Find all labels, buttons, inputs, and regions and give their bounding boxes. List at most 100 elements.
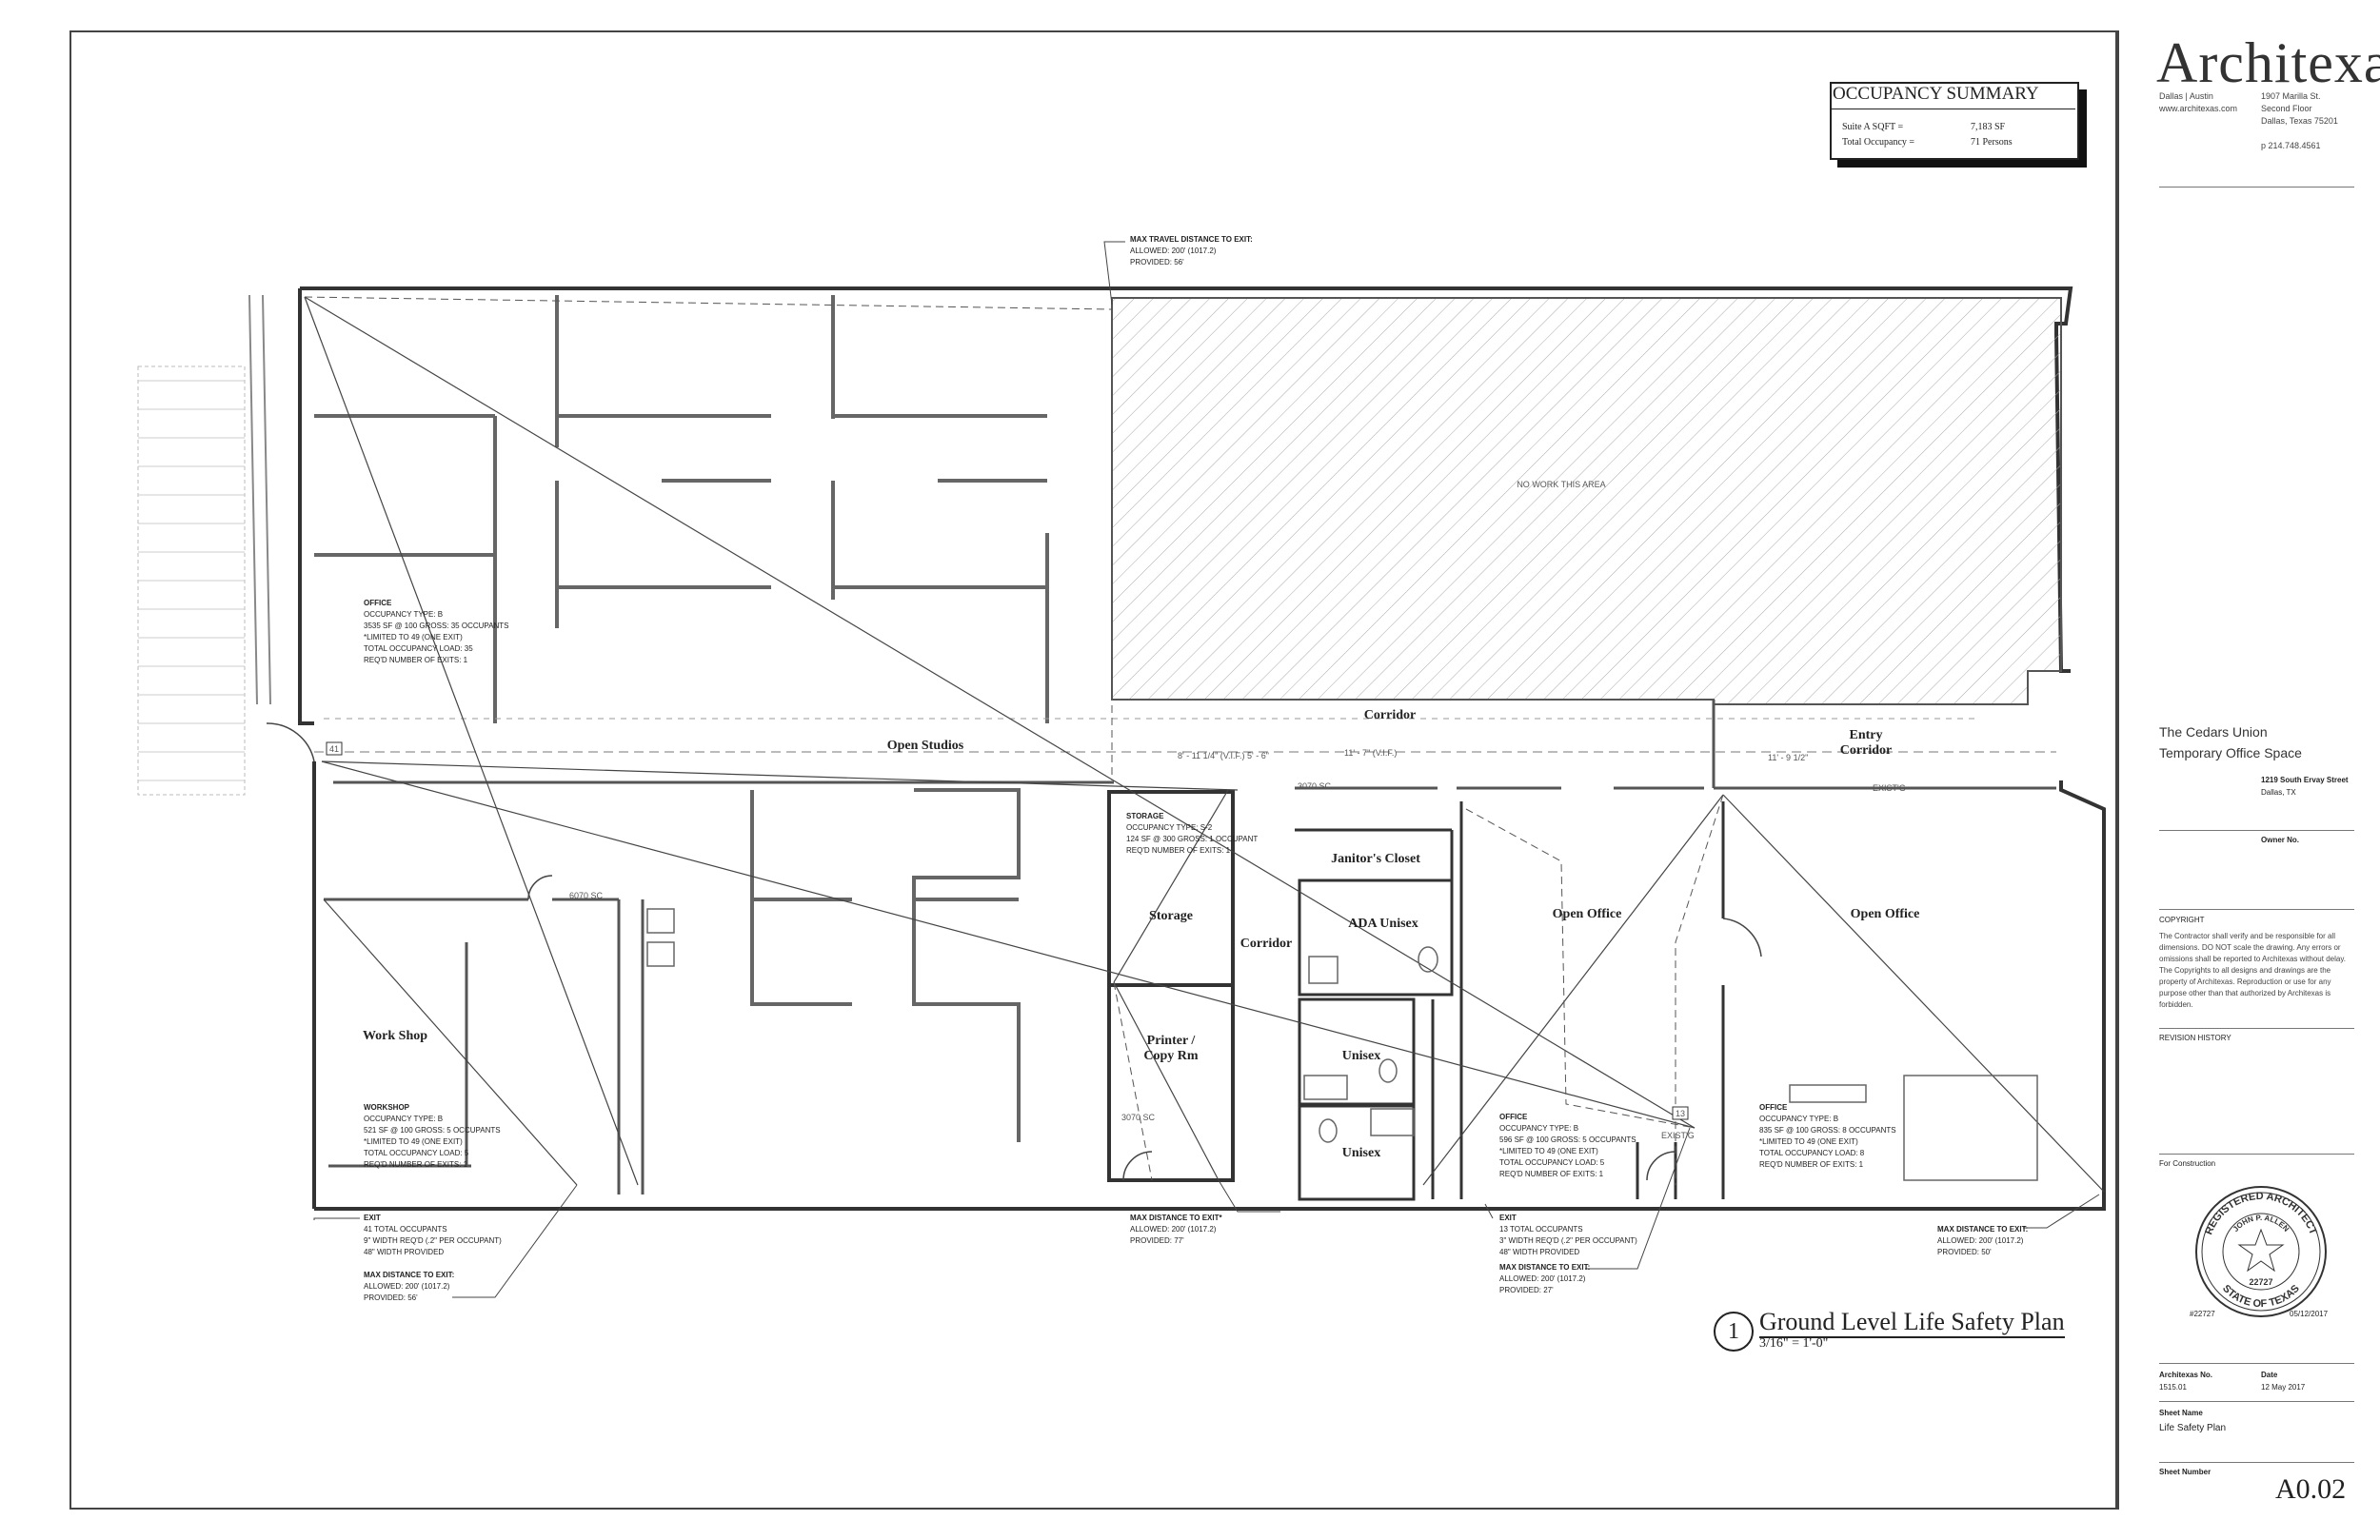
note-max-mid: MAX DISTANCE TO EXIT* ALLOWED: 200' (101…: [1130, 1214, 1222, 1245]
svg-text:MAX DISTANCE TO EXIT*: MAX DISTANCE TO EXIT*: [1130, 1214, 1222, 1222]
door-tag-2: 6070 SC: [569, 891, 604, 900]
note-max-right-2: MAX DISTANCE TO EXIT: ALLOWED: 200' (101…: [1937, 1225, 2028, 1256]
svg-text:OFFICE: OFFICE: [1759, 1103, 1788, 1112]
firm-address-1: 1907 Marilla St.: [2261, 91, 2321, 101]
sheet-name-label: Sheet Name: [2159, 1409, 2203, 1417]
firm-web: www.architexas.com: [2159, 104, 2238, 113]
svg-text:3" WIDTH REQ'D (.2" PER OCCUPA: 3" WIDTH REQ'D (.2" PER OCCUPANT): [1499, 1236, 1637, 1245]
svg-text:3535 SF @ 100 GROSS: 35 OCCUPA: 3535 SF @ 100 GROSS: 35 OCCUPANTS: [364, 622, 508, 630]
floor-plan: NO WORK THIS AREA: [137, 235, 2106, 1302]
svg-text:MAX DISTANCE TO EXIT:: MAX DISTANCE TO EXIT:: [1499, 1263, 1590, 1272]
svg-text:13 TOTAL OCCUPANTS: 13 TOTAL OCCUPANTS: [1499, 1225, 1583, 1234]
svg-text:*LIMITED TO 49 (ONE EXIT): *LIMITED TO 49 (ONE EXIT): [1499, 1147, 1598, 1155]
occupancy-row-value-1: 7,183 SF: [1971, 122, 2006, 132]
room-corridor-mid: Corridor: [1240, 937, 1292, 951]
room-ada-unisex: ADA Unisex: [1348, 917, 1418, 931]
note-max-right-1: MAX DISTANCE TO EXIT: ALLOWED: 200' (101…: [1499, 1263, 1590, 1294]
svg-text:521 SF @ 100 GROSS: 5 OCCUPANT: 521 SF @ 100 GROSS: 5 OCCUPANTS: [364, 1126, 501, 1135]
note-exit-right: EXIT 13 TOTAL OCCUPANTS 3" WIDTH REQ'D (…: [1499, 1214, 1637, 1256]
svg-text:REQ'D NUMBER OF EXITS: 1: REQ'D NUMBER OF EXITS: 1: [364, 1160, 468, 1169]
svg-text:48" WIDTH PROVIDED: 48" WIDTH PROVIDED: [364, 1248, 444, 1256]
upper-office-partitions: [314, 295, 1049, 723]
no-work-area: NO WORK THIS AREA: [1111, 297, 2062, 705]
dim-3: 11' - 7" (V.I.F.): [1344, 748, 1397, 758]
sheet-name: Life Safety Plan: [2159, 1423, 2227, 1433]
seal-text-bottom: STATE OF TEXAS: [2220, 1283, 2302, 1310]
svg-text:PROVIDED: 56': PROVIDED: 56': [364, 1293, 418, 1302]
svg-text:41 TOTAL OCCUPANTS: 41 TOTAL OCCUPANTS: [364, 1225, 447, 1234]
seal-number-inner: 22727: [2249, 1277, 2272, 1287]
note-workshop: WORKSHOP OCCUPANCY TYPE: B 521 SF @ 100 …: [364, 1103, 501, 1169]
svg-text:835 SF @ 100 GROSS: 8 OCCUPANT: 835 SF @ 100 GROSS: 8 OCCUPANTS: [1759, 1126, 1896, 1135]
svg-text:TOTAL OCCUPANCY LOAD: 35: TOTAL OCCUPANCY LOAD: 35: [364, 644, 473, 653]
svg-text:596 SF @ 100 GROSS: 5 OCCUPANT: 596 SF @ 100 GROSS: 5 OCCUPANTS: [1499, 1135, 1636, 1144]
note-office-b: OFFICE OCCUPANCY TYPE: B 596 SF @ 100 GR…: [1499, 1113, 1636, 1178]
architect-seal: REGISTERED ARCHITECT STATE OF TEXAS JOHN…: [2195, 1186, 2327, 1317]
project-name-1: The Cedars Union: [2159, 724, 2268, 740]
svg-text:9" WIDTH REQ'D (.2" PER OCCUPA: 9" WIDTH REQ'D (.2" PER OCCUPANT): [364, 1236, 502, 1245]
room-unisex-1: Unisex: [1342, 1049, 1380, 1063]
svg-text:ALLOWED: 200' (1017.2): ALLOWED: 200' (1017.2): [364, 1282, 450, 1291]
svg-text:ALLOWED: 200' (1017.2): ALLOWED: 200' (1017.2): [1937, 1236, 2024, 1245]
svg-text:MAX TRAVEL DISTANCE TO EXIT:: MAX TRAVEL DISTANCE TO EXIT:: [1130, 235, 1253, 244]
firm-logo: Architexas: [2156, 31, 2380, 94]
date: 12 May 2017: [2261, 1383, 2306, 1392]
svg-text:OCCUPANCY TYPE: B: OCCUPANCY TYPE: B: [364, 1115, 443, 1123]
project-address-2: Dallas, TX: [2261, 788, 2296, 797]
svg-text:48" WIDTH PROVIDED: 48" WIDTH PROVIDED: [1499, 1248, 1579, 1256]
exist-tag-1: EXIST'G: [1873, 783, 1906, 793]
project-name: The Cedars Union Temporary Office Space: [2159, 721, 2302, 763]
svg-text:STORAGE: STORAGE: [1126, 812, 1164, 820]
room-open-studios: Open Studios: [887, 739, 964, 753]
room-copy: Copy Rm: [1143, 1049, 1199, 1063]
svg-text:EXIT: EXIT: [364, 1214, 381, 1222]
occupancy-summary-title: OCCUPANCY SUMMARY: [1833, 84, 2039, 104]
door-tag-3: 3070 SC: [1121, 1113, 1156, 1122]
svg-text:TOTAL OCCUPANCY LOAD: 5: TOTAL OCCUPANCY LOAD: 5: [1499, 1158, 1605, 1167]
svg-text:TOTAL OCCUPANCY LOAD: 5: TOTAL OCCUPANCY LOAD: 5: [364, 1149, 469, 1157]
copyright-label: COPYRIGHT: [2159, 916, 2205, 924]
svg-text:*LIMITED TO 49 (ONE EXIT): *LIMITED TO 49 (ONE EXIT): [364, 633, 463, 642]
svg-text:OFFICE: OFFICE: [364, 599, 392, 607]
tb-rule: [2159, 909, 2354, 910]
firm-cities: Dallas | Austin: [2159, 91, 2213, 101]
room-open-office-2: Open Office: [1851, 907, 1920, 921]
project-address-1: 1219 South Ervay Street: [2261, 776, 2349, 784]
tb-rule: [2159, 187, 2354, 188]
svg-text:REQ'D NUMBER OF EXITS: 1: REQ'D NUMBER OF EXITS: 1: [1126, 846, 1231, 855]
dim-1: 8' - 11 1/4" (V.I.F.): [1178, 751, 1244, 760]
seal-number: #22727: [2190, 1310, 2215, 1318]
svg-text:PROVIDED: 56': PROVIDED: 56': [1130, 258, 1184, 267]
plan-scale: 3/16" = 1'-0": [1759, 1336, 1829, 1351]
svg-text:REQ'D NUMBER OF EXITS: 1: REQ'D NUMBER OF EXITS: 1: [1759, 1160, 1864, 1169]
svg-text:MAX DISTANCE TO EXIT:: MAX DISTANCE TO EXIT:: [364, 1271, 454, 1279]
room-work-shop: Work Shop: [363, 1029, 427, 1043]
tb-rule: [2159, 1401, 2354, 1402]
sheet-number: A0.02: [2275, 1473, 2347, 1505]
restroom-walls: [1295, 828, 1454, 1201]
architexas-no-label: Architexas No.: [2159, 1371, 2213, 1379]
door-tag-1: 3070 SC: [1298, 781, 1332, 791]
storage-printer-walls: [1107, 790, 1235, 1182]
svg-text:OCCUPANCY TYPE: B: OCCUPANCY TYPE: B: [1759, 1115, 1838, 1123]
project-name-2: Temporary Office Space: [2159, 745, 2302, 760]
tb-rule: [2159, 1363, 2354, 1364]
svg-text:STATE OF TEXAS: STATE OF TEXAS: [2220, 1283, 2302, 1310]
note-storage: STORAGE OCCUPANCY TYPE: S-2 124 SF @ 300…: [1126, 812, 1258, 855]
title-block-divider: [2117, 30, 2119, 1510]
note-max-left: MAX DISTANCE TO EXIT: ALLOWED: 200' (101…: [364, 1271, 454, 1302]
room-printer: Printer /: [1147, 1034, 1197, 1048]
room-entry-corridor: Corridor: [1840, 743, 1892, 758]
doors: [266, 722, 1762, 1181]
svg-text:PROVIDED: 27': PROVIDED: 27': [1499, 1286, 1554, 1294]
svg-text:ALLOWED: 200' (1017.2): ALLOWED: 200' (1017.2): [1499, 1274, 1586, 1283]
fixtures: [646, 908, 2038, 1181]
note-office-c: OFFICE OCCUPANCY TYPE: B 835 SF @ 100 GR…: [1759, 1103, 1896, 1169]
max-travel-dashes: [304, 296, 1724, 1185]
svg-text:ALLOWED: 200' (1017.2): ALLOWED: 200' (1017.2): [1130, 247, 1217, 255]
occupancy-row-label-2: Total Occupancy =: [1842, 137, 1915, 148]
firm-address-3: Dallas, Texas 75201: [2261, 116, 2338, 126]
svg-text:REQ'D NUMBER OF EXITS: 1: REQ'D NUMBER OF EXITS: 1: [364, 656, 468, 664]
occupancy-row-value-2: 71 Persons: [1971, 137, 2013, 148]
svg-text:*LIMITED TO 49 (ONE EXIT): *LIMITED TO 49 (ONE EXIT): [364, 1137, 463, 1146]
